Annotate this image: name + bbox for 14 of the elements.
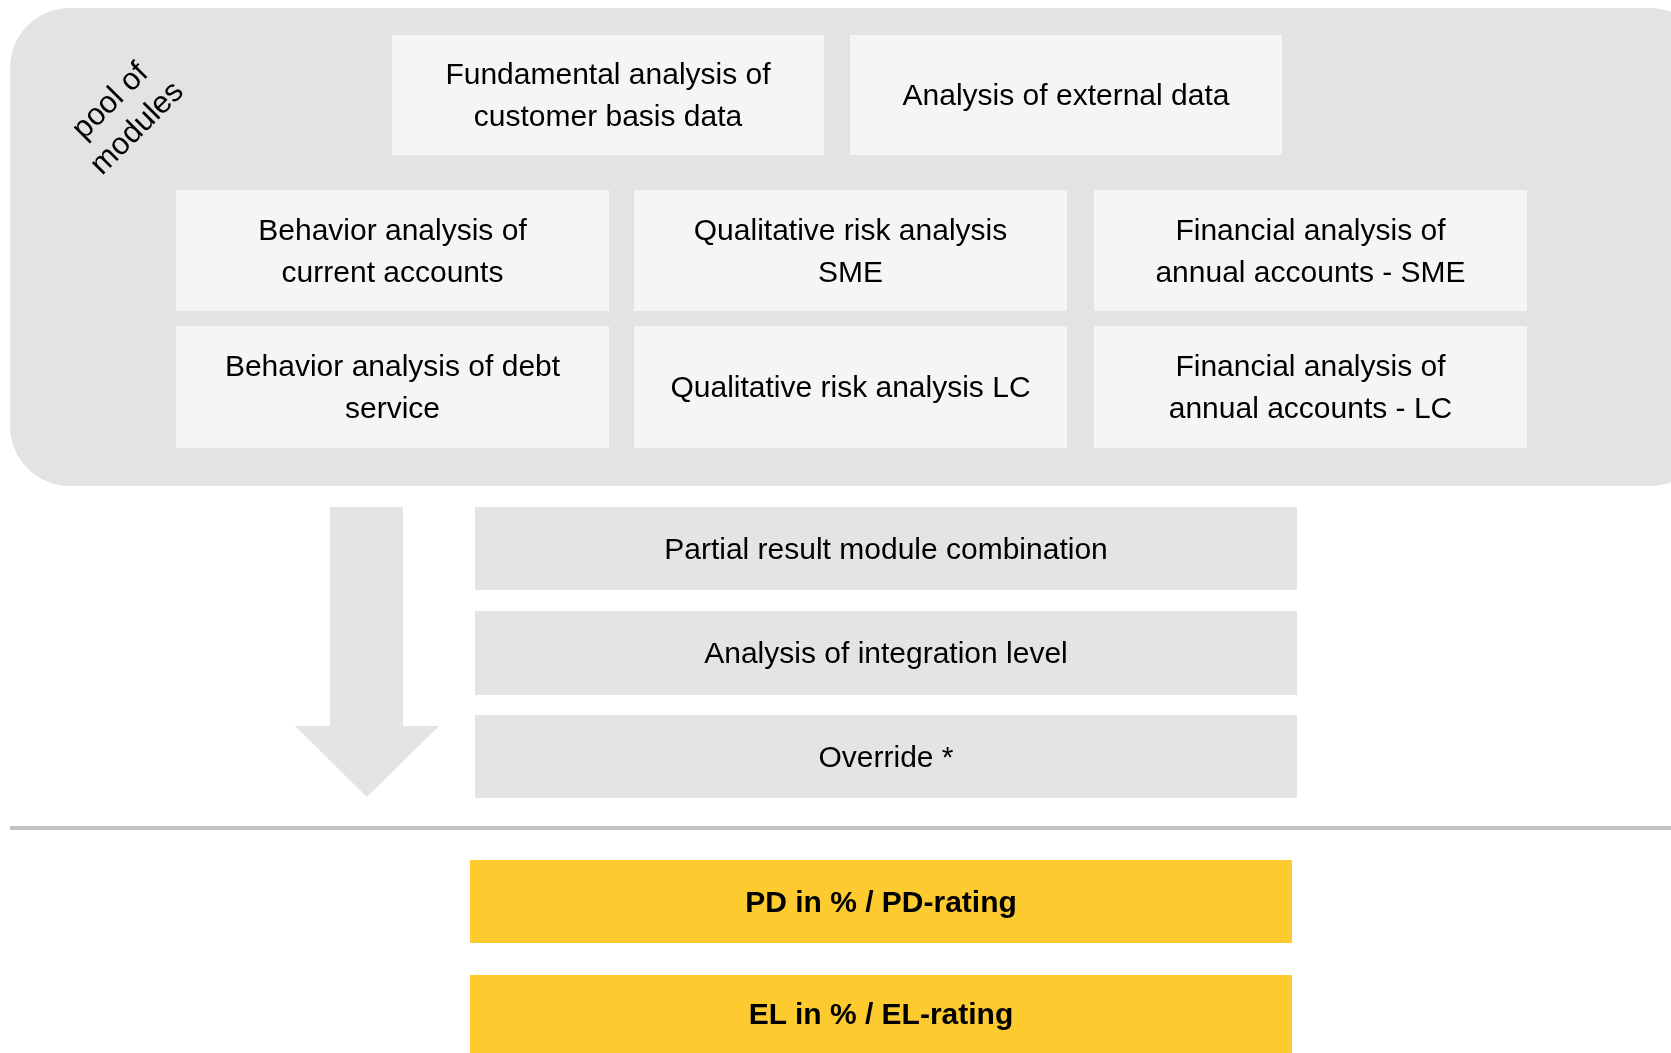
result-box: EL in % / EL-rating bbox=[470, 975, 1292, 1053]
module-box: Behavior analysis of current accounts bbox=[176, 190, 609, 311]
process-box: Partial result module combination bbox=[475, 507, 1297, 590]
module-box: Qualitative risk analysis LC bbox=[634, 326, 1067, 448]
result-box: PD in % / PD-rating bbox=[470, 860, 1292, 943]
module-box: Analysis of external data bbox=[850, 35, 1282, 155]
module-box: Financial analysis of annual accounts - LC bbox=[1094, 326, 1527, 448]
module-box: Fundamental analysis of customer basis data bbox=[392, 35, 824, 155]
module-pool-panel bbox=[10, 8, 1671, 486]
process-box: Analysis of integration level bbox=[475, 611, 1297, 695]
module-box: Financial analysis of annual accounts - SME bbox=[1094, 190, 1527, 311]
process-box: Override * bbox=[475, 715, 1297, 798]
module-box: Qualitative risk analysis SME bbox=[634, 190, 1067, 311]
module-box: Behavior analysis of debt service bbox=[176, 326, 609, 448]
